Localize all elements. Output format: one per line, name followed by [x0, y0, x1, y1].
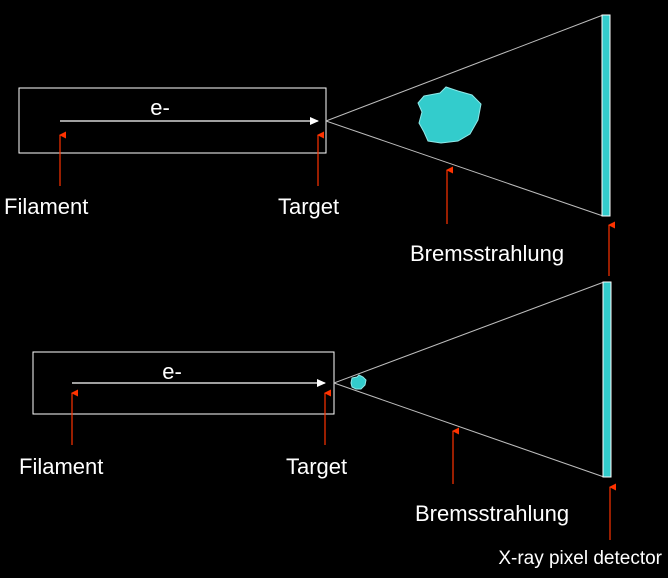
bremsstrahlung-label: Bremsstrahlung — [415, 501, 569, 526]
filament-label: Filament — [4, 194, 88, 219]
xray-cone-upper-edge — [333, 281, 605, 384]
xray-cone-upper-edge — [325, 14, 604, 122]
xray-cone-lower-edge — [325, 120, 604, 217]
xray-cone-lower-edge — [333, 382, 605, 478]
bremsstrahlung-label: Bremsstrahlung — [410, 241, 564, 266]
target-label: Target — [278, 194, 339, 219]
setup-top: e- Filament Target Bremsstrahlung — [4, 14, 615, 276]
electron-label: e- — [162, 359, 182, 384]
sample-object-large — [417, 86, 482, 144]
filament-label: Filament — [19, 454, 103, 479]
xray-pixel-detector — [601, 14, 611, 217]
xray-pixel-detector — [602, 281, 612, 478]
target-label: Target — [286, 454, 347, 479]
setup-bottom: e- Filament Target Bremsstrahlung — [19, 281, 616, 540]
sample-object-small — [350, 374, 367, 390]
electron-label: e- — [150, 95, 170, 120]
detector-label: X-ray pixel detector — [498, 548, 662, 569]
